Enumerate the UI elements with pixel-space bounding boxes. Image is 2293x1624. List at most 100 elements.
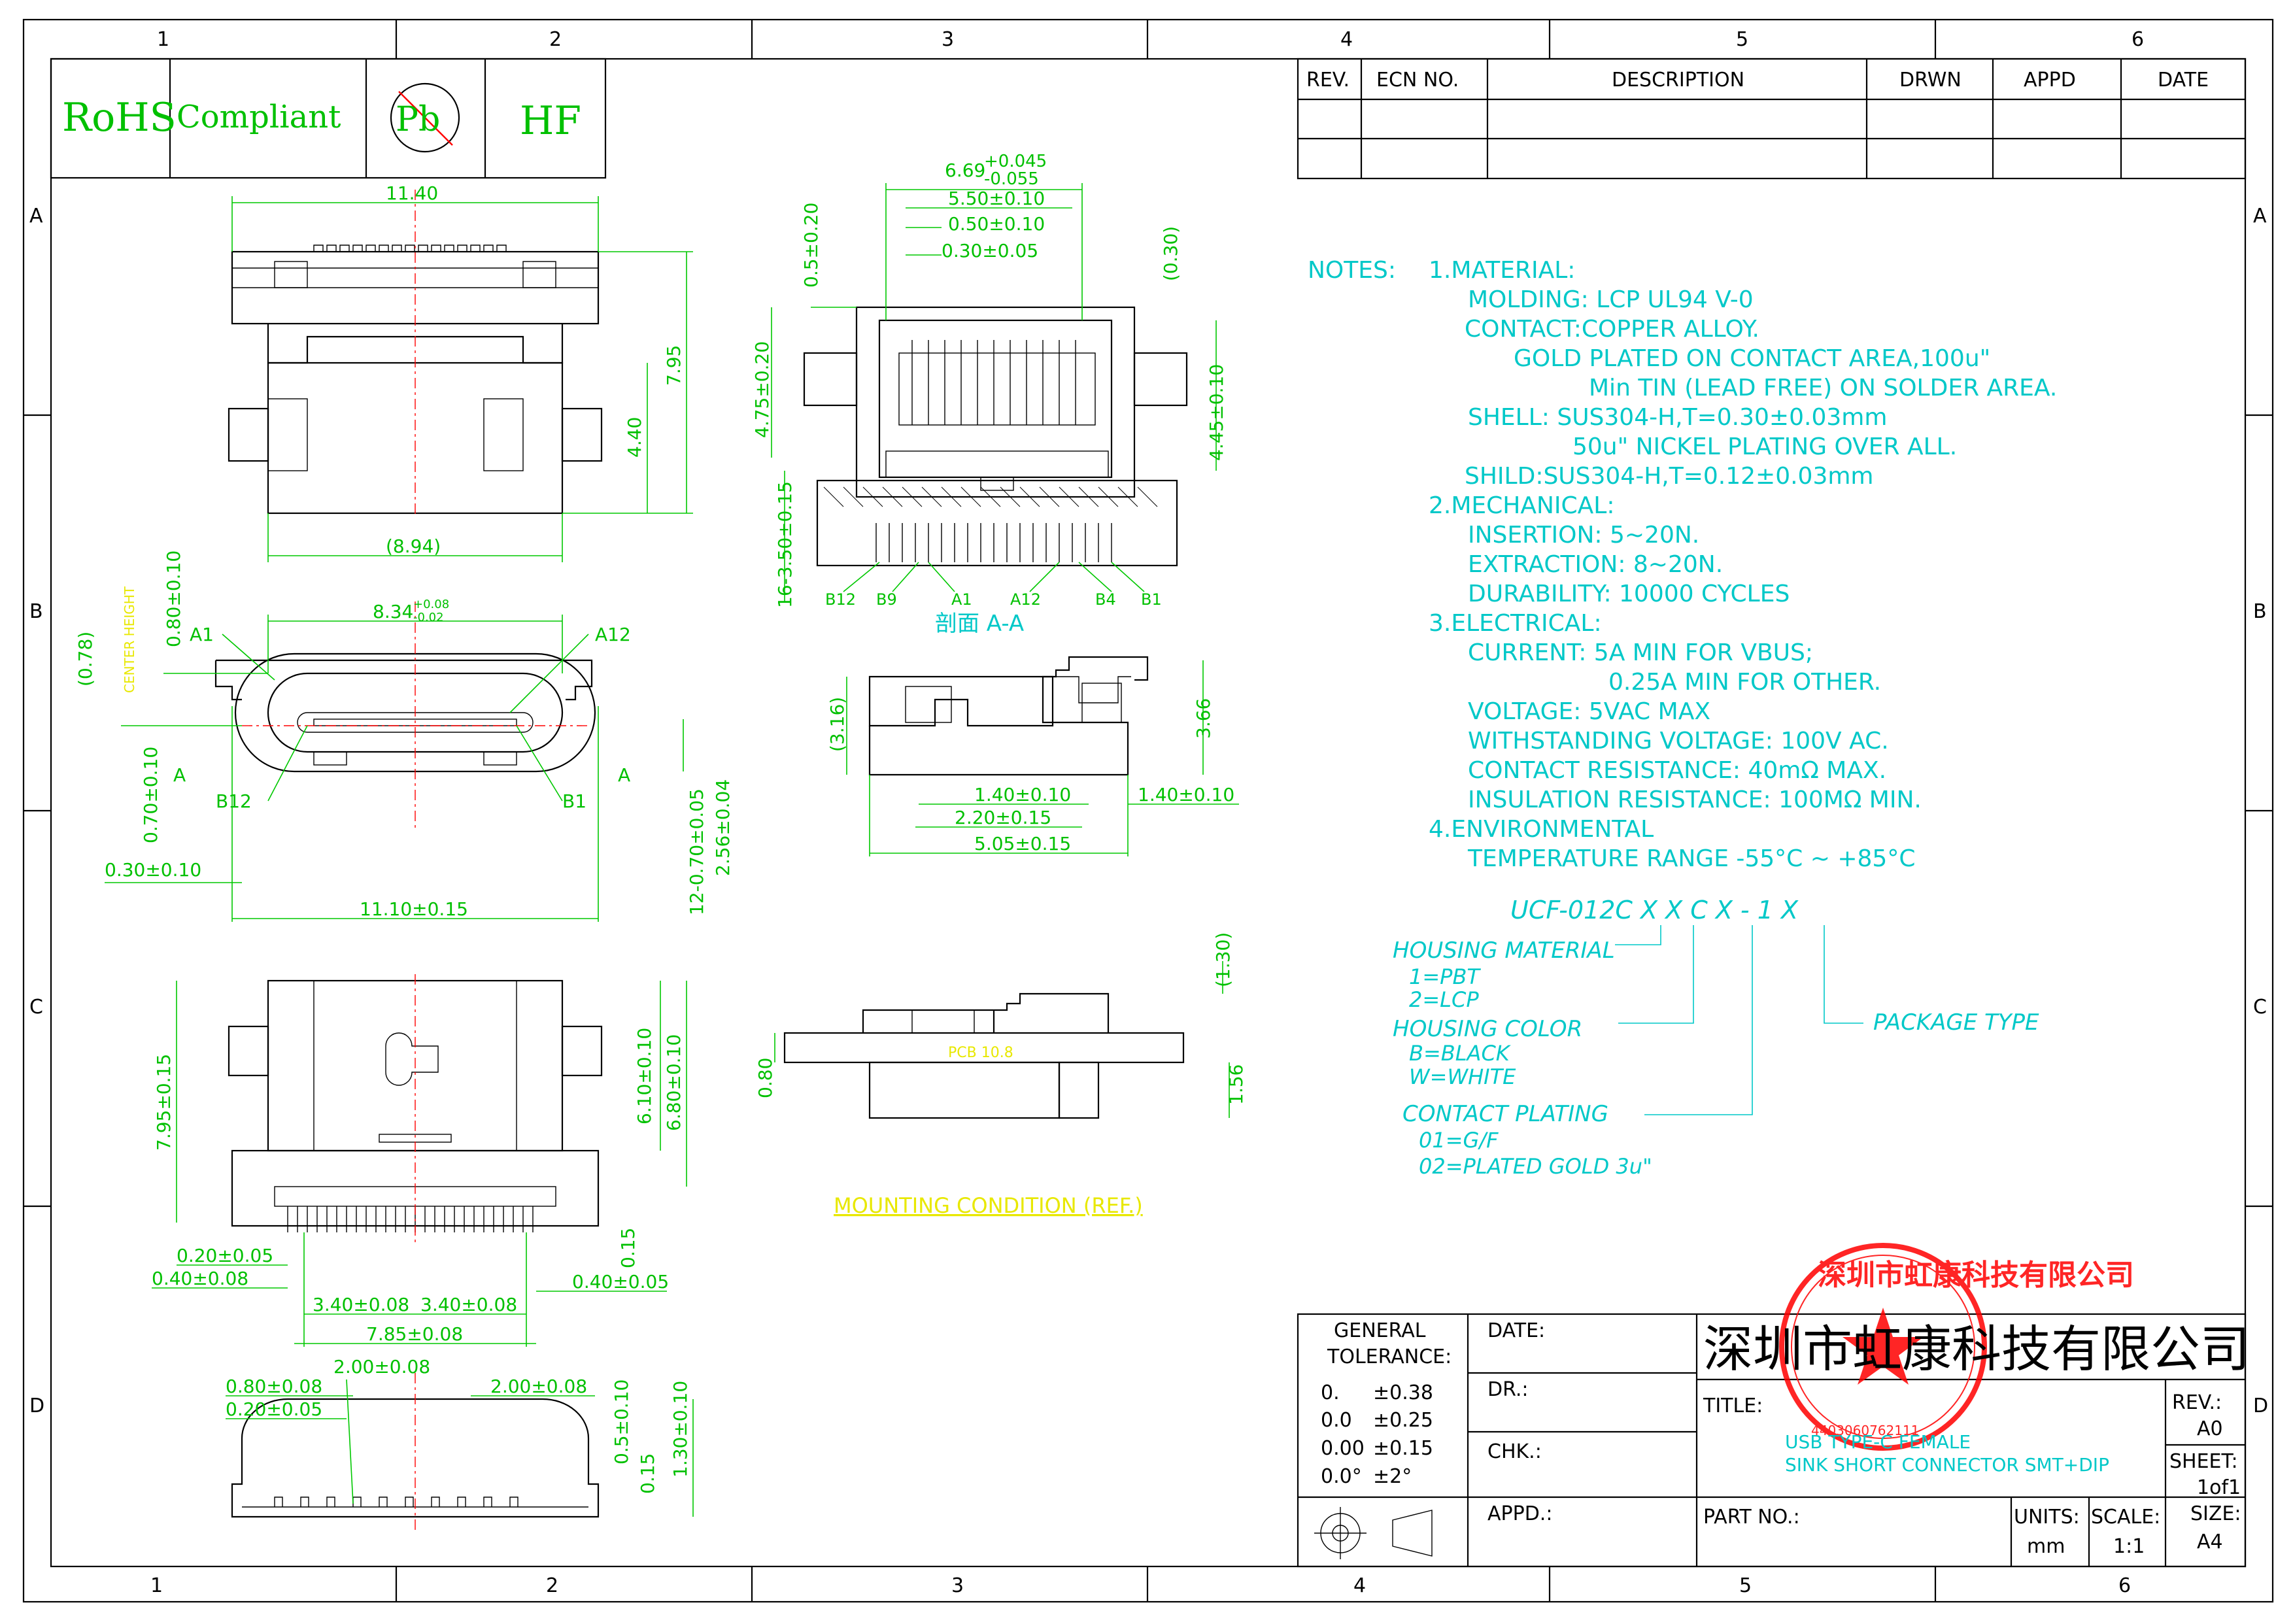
package-type-label: PACKAGE TYPE bbox=[1873, 1009, 2039, 1036]
dim-sec-350: 16-3.50±0.15 bbox=[774, 481, 796, 608]
dim-center-height: (0.78) bbox=[75, 632, 96, 686]
note-line-17: WITHSTANDING VOLTAGE: 100V AC. bbox=[1468, 728, 1889, 754]
size-label: SIZE: bbox=[2190, 1502, 2241, 1525]
note-line-12: DURABILITY: 10000 CYCLES bbox=[1468, 581, 1790, 607]
dim-side-220: 2.20±0.15 bbox=[955, 807, 1051, 828]
dim-sec-445: 4.45±0.10 bbox=[1206, 364, 1227, 461]
dim-sec-550: 5.50±0.10 bbox=[948, 188, 1045, 209]
hm-option-1: 1=PBT bbox=[1409, 964, 1481, 989]
note-line-14: CURRENT: 5A MIN FOR VBUS; bbox=[1468, 639, 1813, 666]
zone-right-a: A bbox=[2253, 205, 2267, 228]
hm-option-2: 2=LCP bbox=[1409, 987, 1479, 1012]
dim-rear-200b: 2.00±0.08 bbox=[490, 1376, 587, 1397]
dim-256: 2.56±0.04 bbox=[712, 779, 734, 876]
dim-sec-05-020: 0.5±0.20 bbox=[800, 203, 822, 288]
pin-a12: A12 bbox=[1010, 590, 1041, 609]
note-line-21: TEMPERATURE RANGE -55°C ~ +85°C bbox=[1467, 845, 1915, 872]
dim-bot-785: 7.85±0.08 bbox=[366, 1323, 463, 1345]
dim-rear-200a: 2.00±0.08 bbox=[333, 1356, 430, 1378]
dim-bot-610: 6.10±0.10 bbox=[634, 1028, 655, 1125]
top-view: 11.40 (8.94) 7.95 4.40 bbox=[228, 182, 693, 562]
dim-sec-669-dn: -0.055 bbox=[984, 169, 1039, 189]
housing-color-label: HOUSING COLOR bbox=[1393, 1016, 1582, 1042]
tol-row-1-key: 0. bbox=[1321, 1381, 1340, 1404]
zone-top-5: 5 bbox=[1736, 28, 1748, 51]
zone-left-c: C bbox=[29, 996, 43, 1019]
units-value: mm bbox=[2027, 1535, 2065, 1558]
revision-table: REV. ECN NO. DESCRIPTION DRWN APPD DATE bbox=[1297, 58, 2247, 180]
note-line-16: VOLTAGE: 5VAC MAX bbox=[1468, 698, 1710, 725]
tol-row-3-val: ±0.15 bbox=[1373, 1437, 1433, 1460]
dim-rear-020: 0.20±0.05 bbox=[226, 1398, 322, 1420]
tol-row-2-val: ±0.25 bbox=[1373, 1409, 1433, 1432]
dim-mount-130: (1.30) bbox=[1212, 932, 1234, 987]
dim-sec-669: 6.69 bbox=[945, 160, 985, 181]
dim-070: 0.70±0.10 bbox=[140, 747, 161, 843]
section-mark-a-right: A bbox=[618, 764, 630, 786]
label-b12: B12 bbox=[216, 790, 252, 812]
dim-1110: 11.10±0.15 bbox=[360, 898, 468, 920]
ecn-header: ECN NO. bbox=[1376, 69, 1459, 92]
zone-right-d: D bbox=[2253, 1395, 2268, 1417]
title-line-1: USB TYPE-C FEMALE bbox=[1785, 1431, 1971, 1453]
zone-bottom-6: 6 bbox=[2118, 1574, 2131, 1597]
scale-label: SCALE: bbox=[2091, 1506, 2160, 1529]
note-line-6: SHELL: SUS304-H,T=0.30±0.03mm bbox=[1468, 404, 1887, 431]
rev-label: REV.: bbox=[2172, 1391, 2222, 1414]
note-line-4: GOLD PLATED ON CONTACT AREA,100u" bbox=[1514, 345, 1990, 372]
seal-number: 4403060762111 bbox=[1811, 1423, 1919, 1438]
dim-side-140b: 1.40±0.10 bbox=[1138, 784, 1234, 805]
size-value: A4 bbox=[2197, 1531, 2223, 1553]
dim-12-070: 12-0.70±0.05 bbox=[686, 788, 707, 915]
part-code-block: UCF-012C X X C X - 1 X HOUSING MATERIAL … bbox=[1393, 896, 2039, 1179]
dim-bot-795: 7.95±0.15 bbox=[153, 1054, 175, 1151]
notes-heading: NOTES: bbox=[1308, 257, 1396, 284]
dim-bot-040b: 0.40±0.05 bbox=[572, 1271, 669, 1293]
dim-sec-030: 0.30±0.05 bbox=[942, 240, 1038, 262]
compliant-label: Compliant bbox=[177, 99, 341, 135]
zone-top-4: 4 bbox=[1340, 28, 1353, 51]
label-b1: B1 bbox=[562, 790, 586, 812]
note-line-19: INSULATION RESISTANCE: 100MΩ MIN. bbox=[1468, 787, 1922, 813]
dim-bot-340a: 3.40±0.08 bbox=[313, 1294, 409, 1315]
description-header: DESCRIPTION bbox=[1612, 69, 1744, 92]
part-no-label: PART NO.: bbox=[1703, 1506, 1800, 1529]
dr-label: DR.: bbox=[1487, 1378, 1529, 1401]
dim-rear-080: 0.80±0.08 bbox=[226, 1376, 322, 1397]
sheet-label: SHEET: bbox=[2169, 1450, 2238, 1473]
zone-top-6: 6 bbox=[2132, 28, 2144, 51]
zone-bottom-5: 5 bbox=[1739, 1574, 1752, 1597]
zone-bottom-1: 1 bbox=[150, 1574, 163, 1597]
rear-view: 0.80±0.08 0.20±0.05 2.00±0.08 2.00±0.08 … bbox=[226, 1356, 694, 1530]
part-code: UCF-012C X X C X - 1 X bbox=[1510, 896, 1799, 924]
chk-label: CHK.: bbox=[1487, 1440, 1542, 1463]
compliance-box: RoHS Compliant Pb HF bbox=[50, 58, 607, 179]
dim-sec-050: 0.50±0.10 bbox=[948, 213, 1045, 235]
dim-sec-475: 4.75±0.20 bbox=[751, 341, 773, 438]
general-label: GENERAL bbox=[1334, 1319, 1426, 1342]
dim-sec-030p: (0.30) bbox=[1160, 226, 1181, 281]
dim-side-505: 5.05±0.15 bbox=[974, 833, 1071, 854]
pcb-label: PCB 10.8 bbox=[948, 1045, 1013, 1061]
pin-a1: A1 bbox=[951, 590, 972, 609]
zone-bottom-2: 2 bbox=[546, 1574, 558, 1597]
title-line-2: SINK SHORT CONNECTOR SMT+DIP bbox=[1785, 1454, 2109, 1476]
pin-b12: B12 bbox=[825, 590, 856, 609]
date-label: DATE: bbox=[1487, 1319, 1545, 1342]
pin-b1: B1 bbox=[1141, 590, 1162, 609]
dim-bot-340b: 3.40±0.08 bbox=[420, 1294, 517, 1315]
tol-row-4-key: 0.0° bbox=[1321, 1465, 1362, 1488]
dim-rear-015: 0.15 bbox=[637, 1453, 658, 1494]
seal-company-text: 深圳市虹康科技有限公司 bbox=[1818, 1259, 2134, 1292]
dim-030: 0.30±0.10 bbox=[105, 859, 201, 881]
dim-top-width: 11.40 bbox=[386, 182, 438, 204]
rev-value: A0 bbox=[2197, 1417, 2223, 1440]
section-a-a-view: 6.69 +0.045 -0.055 5.50±0.10 0.50±0.10 0… bbox=[751, 152, 1227, 637]
tol-row-2-key: 0.0 bbox=[1321, 1409, 1352, 1432]
notes-block: NOTES: 1.MATERIAL: MOLDING: LCP UL94 V-0… bbox=[1308, 257, 2057, 872]
zone-bottom-4: 4 bbox=[1353, 1574, 1366, 1597]
hf-label: HF bbox=[520, 98, 581, 144]
dim-rear-05: 0.5±0.10 bbox=[611, 1379, 632, 1464]
title-block: GENERAL TOLERANCE: 0. ±0.38 0.0 ±0.25 0.… bbox=[1297, 1243, 2250, 1568]
dim-mount-156: 1.56 bbox=[1225, 1064, 1247, 1105]
